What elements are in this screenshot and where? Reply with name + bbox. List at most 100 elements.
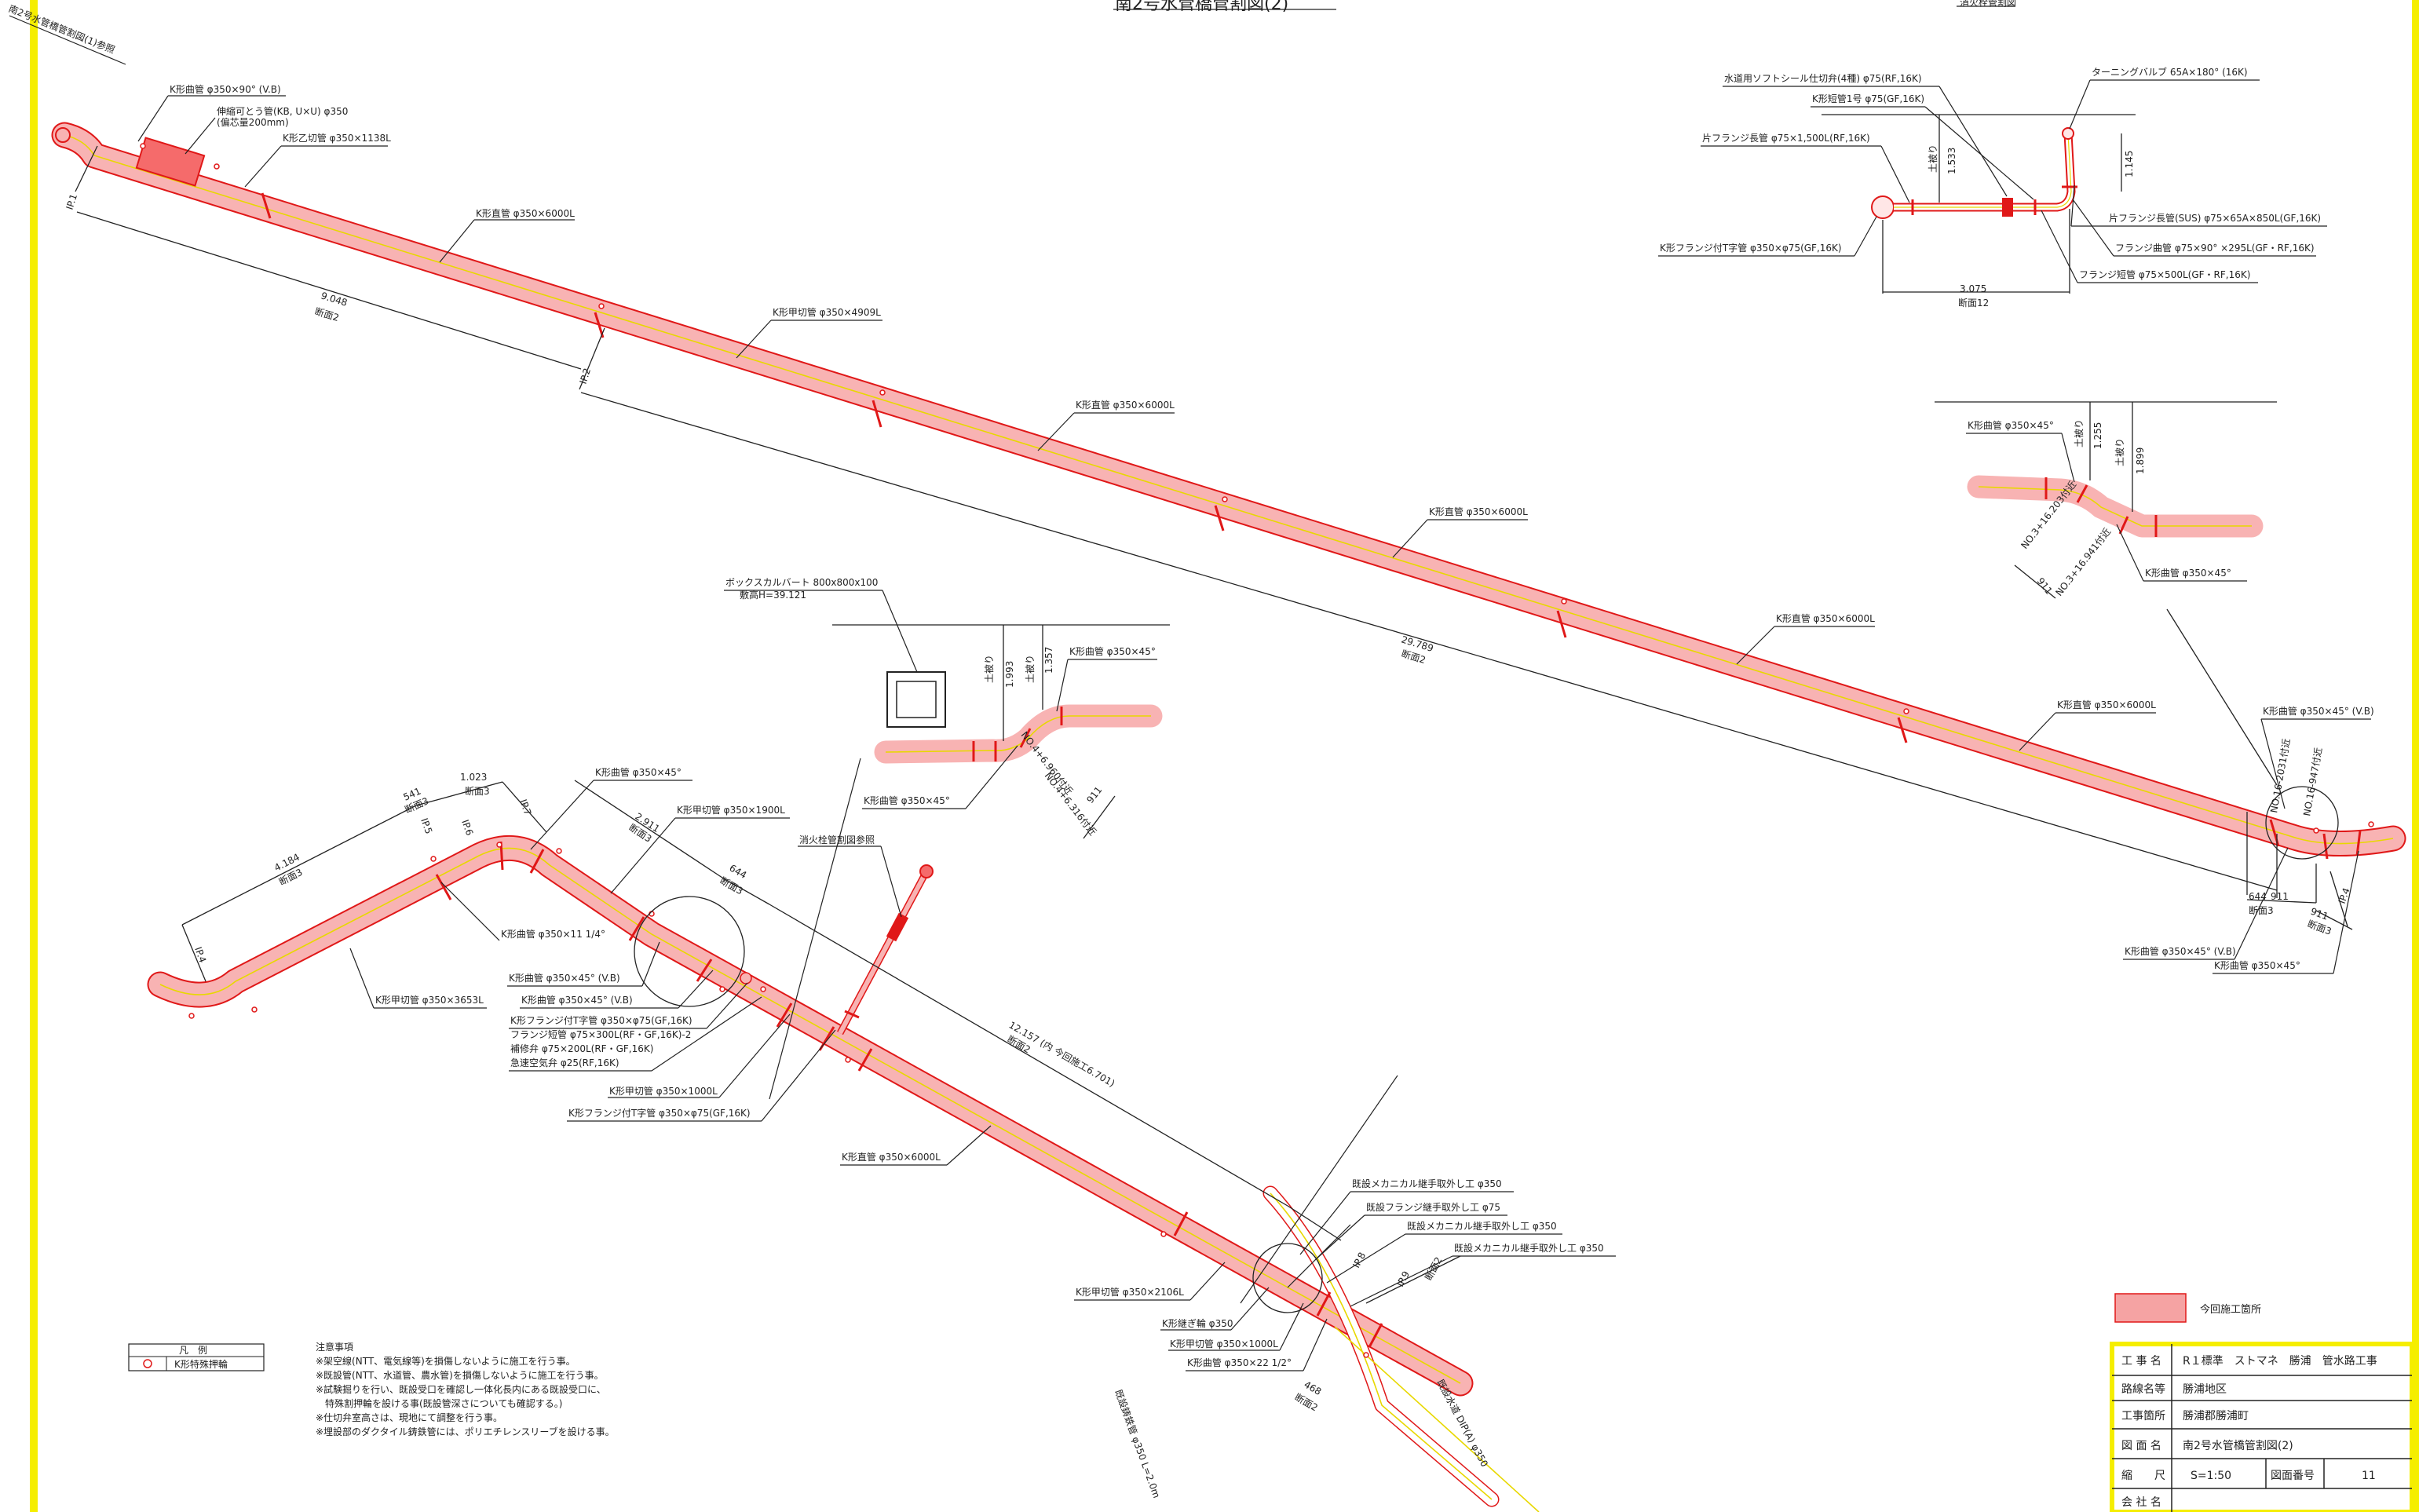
label-straight-4: K形直管 φ350×6000L	[1776, 612, 1875, 624]
svg-text:911: 911	[2035, 575, 2055, 597]
lower-special-rings	[188, 842, 1369, 1358]
svg-text:特殊割押輪を設ける事(既設管深さについても確認する。): 特殊割押輪を設ける事(既設管深さについても確認する。)	[316, 1397, 562, 1409]
label-bend-45-vb-top: K形曲管 φ350×45° (V.B)	[2263, 705, 2374, 717]
label-a1: K形曲管 φ350×45°	[595, 766, 681, 778]
hydrant-detail: 土被り 1.533 1.145 3.075 断面12 水道用ソフトシール仕切弁(…	[1658, 66, 2327, 309]
culvert-title: ボックスカルバート 800x800x100	[725, 577, 878, 588]
label-a21: 既設メカニカル継手取外し工 φ350	[1352, 1178, 1502, 1189]
label-a18: K形曲管 φ350×22 1/2°	[1187, 1357, 1292, 1368]
svg-text:1.023: 1.023	[460, 772, 487, 783]
svg-text:NO.16-947付近: NO.16-947付近	[2301, 747, 2324, 816]
svg-text:図 面 名: 図 面 名	[2121, 1440, 2161, 1452]
existing-line-a	[1240, 1075, 1398, 1304]
label-flex-offset: (偏芯量200mm)	[217, 116, 289, 128]
svg-text:IP.9: IP.9	[1394, 1269, 1412, 1289]
label-straight-5: K形直管 φ350×6000L	[2057, 699, 2156, 710]
svg-text:土被り: 土被り	[2114, 438, 2125, 466]
notes-title: 注意事項	[316, 1341, 353, 1353]
svg-text:9.048: 9.048	[320, 290, 349, 308]
svg-text:IP.4: IP.4	[2337, 886, 2352, 905]
svg-text:644: 644	[728, 862, 749, 881]
special-ring-symbol	[143, 1359, 152, 1368]
lower-pipe-joints	[435, 841, 1383, 1348]
label-straight-1: K形直管 φ350×6000L	[476, 207, 575, 219]
label-straight-3: K形直管 φ350×6000L	[1429, 506, 1528, 517]
culvert-label-1: K形曲管 φ350×45°	[1069, 645, 1156, 657]
svg-text:土被り: 土被り	[984, 655, 995, 683]
box-culvert-inner	[896, 681, 937, 718]
label-a23: 既設メカニカル継手取外し工 φ350	[1407, 1220, 1557, 1232]
work-area-key: 今回施工箇所	[2114, 1293, 2261, 1323]
label-a15: K形甲切管 φ350×2106L	[1076, 1286, 1184, 1298]
label-a13: K形直管 φ350×6000L	[842, 1151, 941, 1163]
main-pipe-labels: K形曲管 φ350×90° (V.B) 伸縮可とう管(KB, U×U) φ350…	[137, 83, 2374, 974]
svg-text:※架空線(NTT、電気線等)を損傷しないように施工を行う事。: ※架空線(NTT、電気線等)を損傷しないように施工を行う事。	[316, 1355, 576, 1367]
corner-ref: 南2号水管橋管割図(1)参照	[7, 2, 117, 56]
right-detail-label-1: K形曲管 φ350×45°	[1968, 419, 2054, 431]
existing-line-c	[769, 758, 861, 1100]
svg-text:南2号水管橋管割図(2): 南2号水管橋管割図(2)	[2183, 1439, 2293, 1452]
label-bend-45-vb-bottom: K形曲管 φ350×45° (V.B)	[2125, 945, 2236, 957]
hydrant-label-3: 片フランジ長管 φ75×1,500L(RF,16K)	[1702, 132, 1870, 144]
label-a24: 既設メカニカル継手取外し工 φ350	[1454, 1242, 1604, 1254]
lower-pipe-labels: K形曲管 φ350×45° K形甲切管 φ350×1900L K形曲管 φ350…	[349, 766, 1616, 1499]
tee-outlet	[740, 972, 752, 984]
svg-text:会 社 名: 会 社 名	[2121, 1496, 2161, 1509]
svg-text:土被り: 土被り	[1025, 655, 1036, 683]
hydrant-tee	[1871, 195, 1895, 219]
svg-text:断面3: 断面3	[465, 785, 490, 797]
right-bend-detail: 土被り 1.255 土被り 1.899 K形曲管 φ350×45° K形曲管 φ…	[1935, 401, 2277, 599]
drawing-title: 南2号水管橋管割図(2)	[1115, 0, 1288, 14]
svg-text:断面2: 断面2	[313, 305, 341, 324]
bend-circle-junction	[1252, 1243, 1323, 1313]
svg-text:R１標準 ストマネ 勝浦 管水路工事: R１標準 ストマネ 勝浦 管水路工事	[2183, 1355, 2377, 1368]
svg-text:縮 尺: 縮 尺	[2121, 1470, 2165, 1482]
label-a7: K形フランジ付T字管 φ350×φ75(GF,16K)	[510, 1014, 692, 1026]
culvert-detail: ボックスカルバート 800x800x100 敷高H=39.121 土被り 1.9…	[724, 577, 1170, 839]
svg-text:IP.6: IP.6	[459, 818, 475, 837]
hydrant-branch	[837, 864, 934, 1035]
svg-text:11: 11	[2362, 1470, 2376, 1482]
svg-text:911: 911	[2271, 891, 2289, 902]
svg-text:NO.16-2031付近: NO.16-2031付近	[2268, 738, 2292, 814]
svg-text:※埋設部のダクタイル鋳鉄管には、ポリエチレンスリーブを設ける: ※埋設部のダクタイル鋳鉄管には、ポリエチレンスリーブを設ける事。	[316, 1426, 615, 1437]
main-pipe	[51, 122, 2406, 860]
flexible-coupling	[135, 137, 206, 187]
hydrant-valve	[2002, 198, 2013, 217]
svg-text:1.899: 1.899	[2135, 447, 2146, 474]
svg-text:NO.4+6.960付近: NO.4+6.960付近	[1019, 729, 1075, 797]
svg-text:1.145: 1.145	[2124, 151, 2135, 177]
work-area-swatch	[2114, 1293, 2187, 1323]
svg-text:1.993: 1.993	[1004, 661, 1015, 688]
label-a12: K形フランジ付T字管 φ350×φ75(GF,16K)	[568, 1107, 751, 1119]
label-straight-2: K形直管 φ350×6000L	[1076, 399, 1175, 411]
svg-text:1.357: 1.357	[1043, 647, 1054, 674]
svg-text:468: 468	[1303, 1379, 1324, 1397]
legend-item: K形特殊押輪	[174, 1358, 228, 1370]
svg-text:911: 911	[1084, 784, 1104, 805]
special-rings	[140, 143, 2374, 834]
hydrant-label-5: ターニングバルブ 65A×180° (16K)	[2092, 66, 2248, 78]
svg-text:土被り: 土被り	[2074, 419, 2085, 447]
corner-ref-leader	[9, 15, 126, 65]
svg-text:3.075: 3.075	[1960, 283, 1986, 294]
label-a10: 急速空気弁 φ25(RF,16K)	[510, 1057, 619, 1068]
svg-text:断面12: 断面12	[1958, 297, 1989, 309]
bend-circle-right	[2265, 786, 2339, 860]
svg-text:※試験掘りを行い、既設受口を確認し一体化長内にある既設受口に: ※試験掘りを行い、既設受口を確認し一体化長内にある既設受口に、	[316, 1383, 606, 1395]
svg-text:S=1:50: S=1:50	[2191, 1470, 2231, 1482]
label-a8: フランジ短管 φ75×300L(RF・GF,16K)-2	[510, 1028, 691, 1040]
main-pipe-joints	[261, 192, 2362, 860]
label-a5: K形曲管 φ350×45° (V.B)	[509, 972, 620, 984]
svg-text:IP.5: IP.5	[418, 816, 434, 835]
hydrant-label-4: K形フランジ付T字管 φ350×φ75(GF,16K)	[1660, 242, 1842, 254]
svg-text:断面2: 断面2	[1422, 1255, 1444, 1282]
svg-text:IP.2: IP.2	[578, 367, 594, 385]
label-a11: K形甲切管 φ350×1000L	[609, 1085, 718, 1097]
svg-text:IP.7: IP.7	[517, 798, 533, 816]
start-cap	[55, 127, 71, 143]
title-block: 工 事 名 R１標準 ストマネ 勝浦 管水路工事 路線名等 勝浦地区 工事箇所 …	[2110, 1342, 2414, 1512]
hydrant-label-6: 片フランジ長管(SUS) φ75×65A×850L(GF,16K)	[2109, 212, 2321, 224]
culvert-label-2: K形曲管 φ350×45°	[864, 794, 950, 806]
